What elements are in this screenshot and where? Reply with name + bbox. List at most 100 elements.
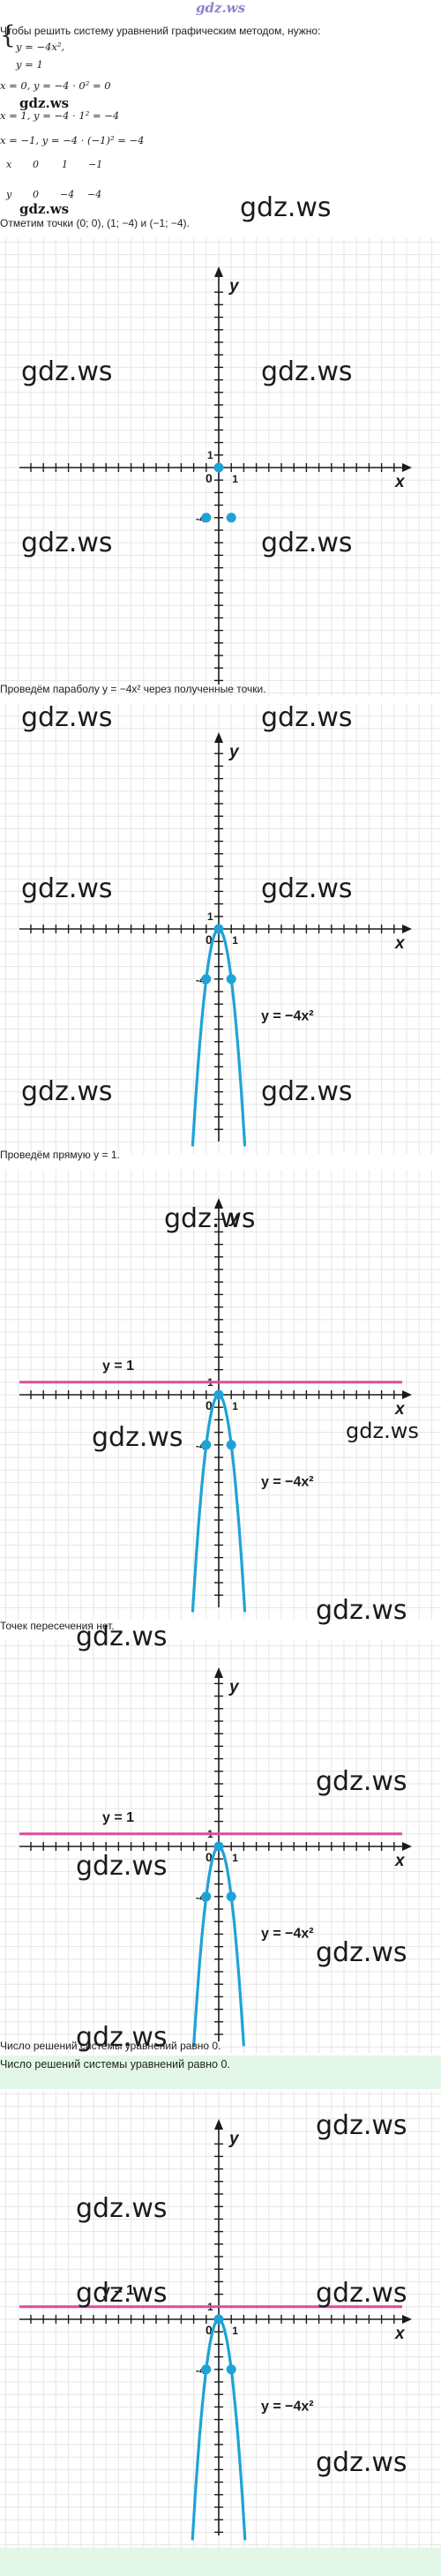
x-axis-arrow bbox=[402, 463, 412, 472]
watermark: gdz.ws bbox=[261, 356, 353, 387]
data-point bbox=[213, 924, 224, 934]
watermark: gdz.ws bbox=[316, 2447, 407, 2478]
answer-text-highlighted: Число решений системы уравнений равно 0. bbox=[0, 2058, 230, 2071]
data-point bbox=[201, 1440, 212, 1450]
data-point bbox=[201, 513, 212, 523]
table-x-value: 1 bbox=[62, 159, 68, 170]
y-axis-arrow bbox=[214, 2119, 223, 2130]
watermark: gdz.ws bbox=[261, 873, 353, 904]
axes bbox=[19, 266, 412, 685]
watermark: gdz.ws bbox=[21, 356, 113, 387]
axes bbox=[19, 1667, 412, 2041]
table-y-header: y bbox=[6, 189, 12, 200]
watermark: gdz.ws bbox=[261, 1076, 353, 1107]
tick-label-1-x: 1 bbox=[232, 473, 238, 485]
table-x-header: x bbox=[6, 159, 12, 170]
parabola-label: y = −4x² bbox=[261, 1926, 314, 1941]
watermark: gdz.ws bbox=[76, 1621, 168, 1652]
tick-label-1-x: 1 bbox=[232, 2325, 238, 2337]
x-axis-label: x bbox=[394, 2325, 406, 2343]
x-axis-label: x bbox=[394, 934, 406, 953]
site-logo[interactable]: gdz.ws bbox=[195, 0, 246, 16]
watermark: gdz.ws bbox=[76, 2278, 168, 2309]
system-equation-2: y = 1 bbox=[16, 58, 43, 71]
x-axis-arrow bbox=[402, 1842, 412, 1851]
line-label: y = 1 bbox=[102, 2283, 134, 2298]
watermark: gdz.ws bbox=[316, 1937, 407, 1968]
watermark: gdz.ws bbox=[316, 2110, 407, 2141]
tick-label-minus-4: -4 bbox=[196, 1891, 206, 1904]
watermark: gdz.ws bbox=[76, 2022, 168, 2053]
x-axis-arrow bbox=[402, 1390, 412, 1399]
data-point bbox=[201, 1891, 212, 1902]
table-x-value: −1 bbox=[88, 159, 103, 170]
axes bbox=[19, 1198, 412, 1607]
calc-line-3: x = −1, y = −4 · (−1)² = −4 bbox=[0, 134, 145, 146]
data-point bbox=[226, 974, 236, 985]
intro-text: Чтобы решить систему уравнений графическ… bbox=[0, 25, 321, 37]
watermark: gdz.ws bbox=[316, 1766, 407, 1797]
parabola-label: y = −4x² bbox=[261, 2399, 314, 2414]
y-axis-label: y bbox=[228, 2130, 240, 2148]
y-axis-arrow bbox=[214, 1667, 223, 1678]
y-axis-arrow bbox=[214, 266, 223, 277]
watermark: gdz.ws bbox=[21, 528, 113, 558]
tick-label-1-y: 1 bbox=[207, 449, 213, 461]
tick-label-minus-4: -4 bbox=[196, 513, 206, 525]
data-point bbox=[226, 513, 236, 523]
watermark: gdz.ws bbox=[19, 95, 70, 111]
system-equation-1: y = −4x², bbox=[16, 41, 65, 53]
table-x-value: 0 bbox=[33, 159, 39, 170]
watermark: gdz.ws bbox=[21, 873, 113, 904]
tick-label-minus-4: -4 bbox=[196, 2364, 206, 2377]
x-axis-arrow bbox=[402, 2315, 412, 2324]
data-point bbox=[213, 2314, 224, 2325]
data-point bbox=[201, 2364, 212, 2375]
data-point bbox=[213, 1841, 224, 1852]
origin-label: 0 bbox=[206, 2323, 213, 2337]
table-y-value: −4 bbox=[60, 189, 75, 200]
x-axis-arrow bbox=[402, 925, 412, 933]
answer-text: Число решений системы уравнений равно 0. bbox=[0, 2040, 221, 2052]
tick-label-1-y: 1 bbox=[207, 910, 213, 923]
tick-label-minus-4: -4 bbox=[196, 974, 206, 986]
step-draw-parabola: Проведём параболу y = −4x² через получен… bbox=[0, 683, 266, 695]
x-axis-label: x bbox=[394, 473, 406, 491]
watermark: gdz.ws bbox=[92, 1422, 183, 1453]
watermark: gdz.ws bbox=[316, 2278, 407, 2309]
watermark: gdz.ws bbox=[261, 702, 353, 733]
step-no-intersection: Точек пересечения нет. bbox=[0, 1620, 115, 1632]
step-draw-line: Проведём прямую y = 1. bbox=[0, 1149, 120, 1161]
watermark: gdz.ws bbox=[164, 1203, 256, 1234]
origin-label: 0 bbox=[206, 932, 213, 947]
tick-label-minus-4: -4 bbox=[196, 1440, 206, 1452]
tick-label-1-x: 1 bbox=[232, 1400, 238, 1412]
watermark: gdz.ws bbox=[21, 702, 113, 733]
y-axis-label: y bbox=[228, 277, 240, 296]
tick-label-1-x: 1 bbox=[232, 934, 238, 947]
data-point bbox=[201, 974, 212, 985]
watermark: gdz.ws bbox=[316, 1595, 407, 1626]
watermark: gdz.ws bbox=[19, 201, 70, 217]
tick-label-1-x: 1 bbox=[232, 1852, 238, 1864]
y-axis-label: y bbox=[228, 1209, 240, 1227]
y-axis-arrow bbox=[214, 1198, 223, 1209]
data-point bbox=[213, 462, 224, 473]
line-label: y = 1 bbox=[102, 1359, 134, 1374]
step-mark-points: Отметим точки (0; 0), (1; −4) и (−1; −4)… bbox=[0, 217, 190, 229]
table-y-value: −4 bbox=[87, 189, 102, 200]
calc-line-1: x = 0, y = −4 · 0² = 0 bbox=[0, 79, 111, 92]
origin-label: 0 bbox=[206, 1398, 213, 1412]
data-point bbox=[226, 2364, 236, 2375]
table-y-value: 0 bbox=[33, 189, 39, 200]
data-point bbox=[213, 1389, 224, 1400]
system-brace: { bbox=[0, 20, 16, 49]
watermark: gdz.ws bbox=[76, 1851, 168, 1882]
line-label: y = 1 bbox=[102, 1810, 134, 1825]
watermark: gdz.ws bbox=[76, 2193, 168, 2224]
x-axis-label: x bbox=[394, 1852, 406, 1870]
y-axis-arrow bbox=[214, 732, 223, 743]
x-axis-label: x bbox=[394, 1400, 406, 1419]
